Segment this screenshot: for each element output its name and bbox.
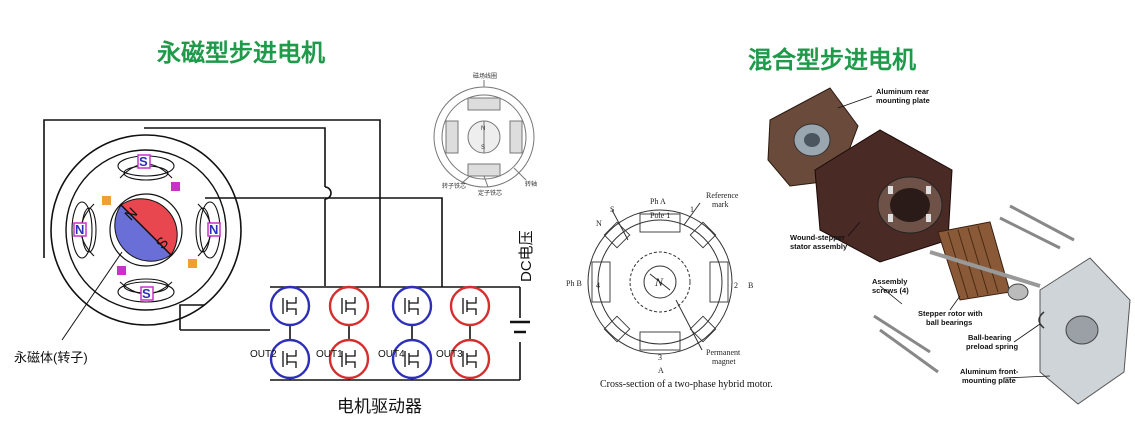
hybrid-num3: 3 — [658, 353, 662, 362]
transistors — [269, 285, 491, 380]
hybrid-reference-mark: Reference — [706, 191, 739, 200]
small-top-label: 磁场线圈 — [473, 72, 497, 80]
small-shaft-label: 转轴 — [525, 180, 537, 188]
transistor-q5 — [269, 338, 311, 380]
label-screws-2: screws (4) — [872, 286, 909, 295]
hybrid-permanent-magnet: Permanent — [706, 348, 741, 357]
hybrid-num4: 4 — [596, 281, 600, 290]
small-stator-core-label: 定子铁芯 — [478, 189, 502, 197]
out2-label: OUT2 — [250, 349, 277, 360]
pm-motor-diagram — [43, 119, 443, 331]
label-front-plate-1: Aluminum front- — [960, 367, 1019, 376]
small-cross-section — [433, 80, 535, 188]
hybrid-caption: Cross-section of a two-phase hybrid moto… — [600, 379, 773, 390]
small-rotor-n: N — [481, 126, 485, 132]
hybrid-permanent-magnet-2: magnet — [712, 357, 736, 366]
stator-pole-bottom: S — [142, 286, 151, 301]
label-spring-2: preload spring — [966, 342, 1019, 351]
driver-caption: 电机驱动器 — [337, 397, 422, 416]
transistor-q2 — [328, 285, 370, 327]
hybrid-s: S — [610, 205, 614, 214]
hybrid-cross-section — [587, 202, 733, 355]
out3-label: OUT3 — [436, 349, 463, 360]
label-front-plate-2: mounting plate — [962, 376, 1016, 385]
label-screws-1: Assembly — [872, 277, 908, 286]
hybrid-stepper-title: 混合型步进电机 — [748, 46, 916, 74]
label-stator-2: stator assembly — [790, 242, 848, 251]
label-rear-plate-2: mounting plate — [876, 96, 930, 105]
small-rotor-s: S — [481, 145, 485, 151]
hybrid-num1: 1 — [690, 205, 694, 214]
label-rotor-2: ball bearings — [926, 318, 972, 327]
dc-voltage-label: DC电压 — [518, 230, 535, 282]
stator-pole-top: S — [139, 154, 148, 169]
transistor-q1 — [269, 285, 311, 327]
stator-pole-left: N — [75, 222, 84, 237]
out1-label: OUT1 — [316, 349, 343, 360]
label-spring-1: Ball-bearing — [968, 333, 1012, 342]
hybrid-n: N — [596, 219, 602, 228]
transistor-q4 — [449, 285, 491, 327]
label-stator-1: Wound-stepper — [790, 233, 845, 242]
hybrid-b: B — [748, 281, 753, 290]
pole-markers — [102, 182, 197, 275]
hybrid-pha: Ph A — [650, 197, 666, 206]
transistor-q6 — [328, 338, 370, 380]
hybrid-num2: 2 — [734, 281, 738, 290]
small-rotor-core-label: 转子铁芯 — [442, 182, 466, 190]
rotor-magnet — [114, 198, 178, 262]
hybrid-phb: Ph B — [566, 279, 582, 288]
label-rear-plate-1: Aluminum rear — [876, 87, 929, 96]
exploded-view — [767, 87, 1131, 405]
transistor-q7 — [391, 338, 433, 380]
transistor-q8 — [449, 338, 491, 380]
hybrid-reference-mark-2: mark — [712, 200, 728, 209]
hybrid-rotor-n: N — [654, 275, 664, 289]
transistor-q3 — [391, 285, 433, 327]
hybrid-pole1: Pole 1 — [650, 211, 670, 220]
pm-stepper-title: 永磁型步进电机 — [157, 39, 325, 67]
stator-coils — [71, 155, 221, 303]
rotor-caption: 永磁体(转子) — [14, 350, 88, 365]
label-rotor-1: Stepper rotor with — [918, 309, 983, 318]
hybrid-a: A — [658, 366, 664, 375]
stator-pole-right: N — [209, 222, 218, 237]
out4-label: OUT4 — [378, 349, 405, 360]
